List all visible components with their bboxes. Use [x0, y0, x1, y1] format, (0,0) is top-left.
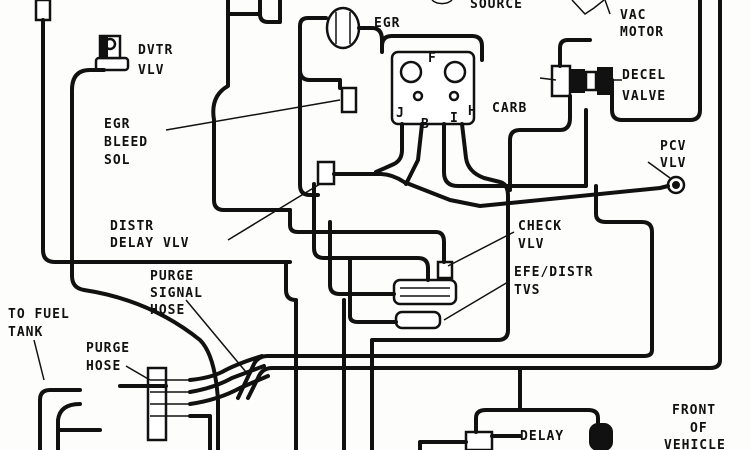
distr-delay-label-line2: DELAY VLV	[110, 236, 189, 251]
top-left-fitting	[34, 0, 52, 22]
fuel-tank-label-line1: TO FUEL	[8, 307, 70, 322]
vacuum-source-fitting	[431, 0, 453, 5]
decel-valve-label-line2: VALVE	[622, 89, 666, 104]
purge-hose-label-line1: PURGE	[86, 341, 130, 356]
dvtr-label-line1: DVTR	[138, 43, 173, 58]
dvtr-valve-icon	[94, 34, 130, 72]
vacuum-hoses	[38, 0, 722, 450]
efe-tvs-label-line2: TVS	[514, 283, 540, 298]
pcv-valve-icon	[666, 175, 686, 195]
vac-motor-icon	[571, 0, 605, 15]
egr-bleed-sol-label-line1: EGR	[104, 117, 130, 132]
decel-valve-icon	[550, 64, 613, 98]
carb-port-j: J	[396, 106, 405, 121]
fuel-tank-label-line2: TANK	[8, 325, 43, 340]
check-valve-label-line1: CHECK	[518, 219, 562, 234]
carb-port-b: B	[421, 117, 430, 132]
canister-icon	[589, 423, 613, 450]
vac-motor-label-line1: VAC	[620, 8, 646, 23]
pcv-valve-label-line1: PCV	[660, 139, 686, 154]
distr-delay-label-line1: DISTR	[110, 219, 154, 234]
efe-distr-tvs-icon	[392, 278, 458, 330]
carburetor-icon	[390, 50, 476, 126]
purge-signal-label-line3: HOSE	[150, 303, 185, 318]
front-of-vehicle-line3: VEHICLE	[664, 438, 726, 450]
egr-bleed-sol-label-line2: BLEED	[104, 135, 148, 150]
check-valve-label-line2: VLV	[518, 237, 544, 252]
efe-tvs-label-line1: EFE/DISTR	[514, 265, 593, 280]
front-of-vehicle-line2: OF	[690, 421, 708, 436]
egr-label: EGR	[374, 16, 400, 31]
leader-lines	[33, 77, 671, 381]
front-of-vehicle-line1: FRONT	[672, 403, 716, 418]
purge-signal-label-line1: PURGE	[150, 269, 194, 284]
carb-label: CARB	[492, 101, 527, 116]
decel-valve-label-line1: DECEL	[622, 68, 666, 83]
distributor-delay-valve-icon	[316, 160, 336, 186]
carb-port-f: F	[428, 51, 437, 66]
purge-signal-label-line2: SIGNAL	[150, 286, 203, 301]
egr-bleed-solenoid-icon	[340, 86, 358, 114]
egr-valve-icon	[325, 6, 361, 50]
carb-port-i: I	[450, 111, 459, 126]
vacuum-source-label: SOURCE	[470, 0, 523, 12]
purge-hose-connector-icon	[146, 366, 190, 442]
dvtr-label-line2: VLV	[138, 63, 164, 78]
delay-valve-label: DELAY	[520, 429, 564, 444]
delay-valve-icon	[464, 430, 494, 450]
carb-port-h: H	[468, 104, 477, 119]
purge-hose-label-line2: HOSE	[86, 359, 121, 374]
egr-bleed-sol-label-line3: SOL	[104, 153, 130, 168]
pcv-valve-label-line2: VLV	[660, 156, 686, 171]
vac-motor-label-line2: MOTOR	[620, 25, 664, 40]
